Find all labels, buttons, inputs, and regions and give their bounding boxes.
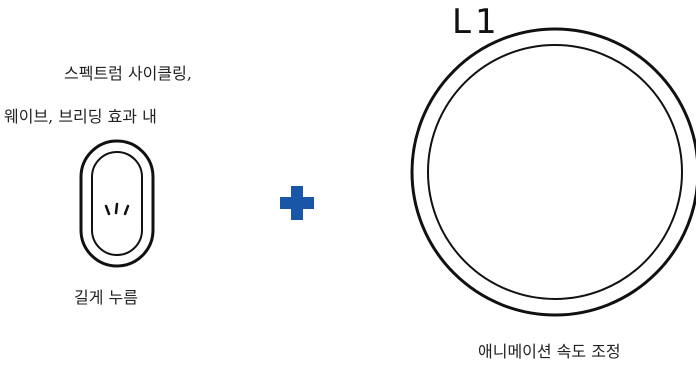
long-press-button-icon	[79, 139, 155, 268]
plus-icon	[280, 186, 314, 220]
button-caption-line-2: 웨이브, 브리딩 효과 내	[4, 107, 157, 126]
dial-caption: 애니메이션 속도 조정	[478, 342, 621, 361]
button-caption-line-1: 스펙트럼 사이클링,	[64, 64, 192, 83]
dial-label: L1	[452, 2, 501, 42]
rotary-dial-icon	[410, 27, 696, 317]
press-label: 길게 누름	[74, 288, 138, 307]
